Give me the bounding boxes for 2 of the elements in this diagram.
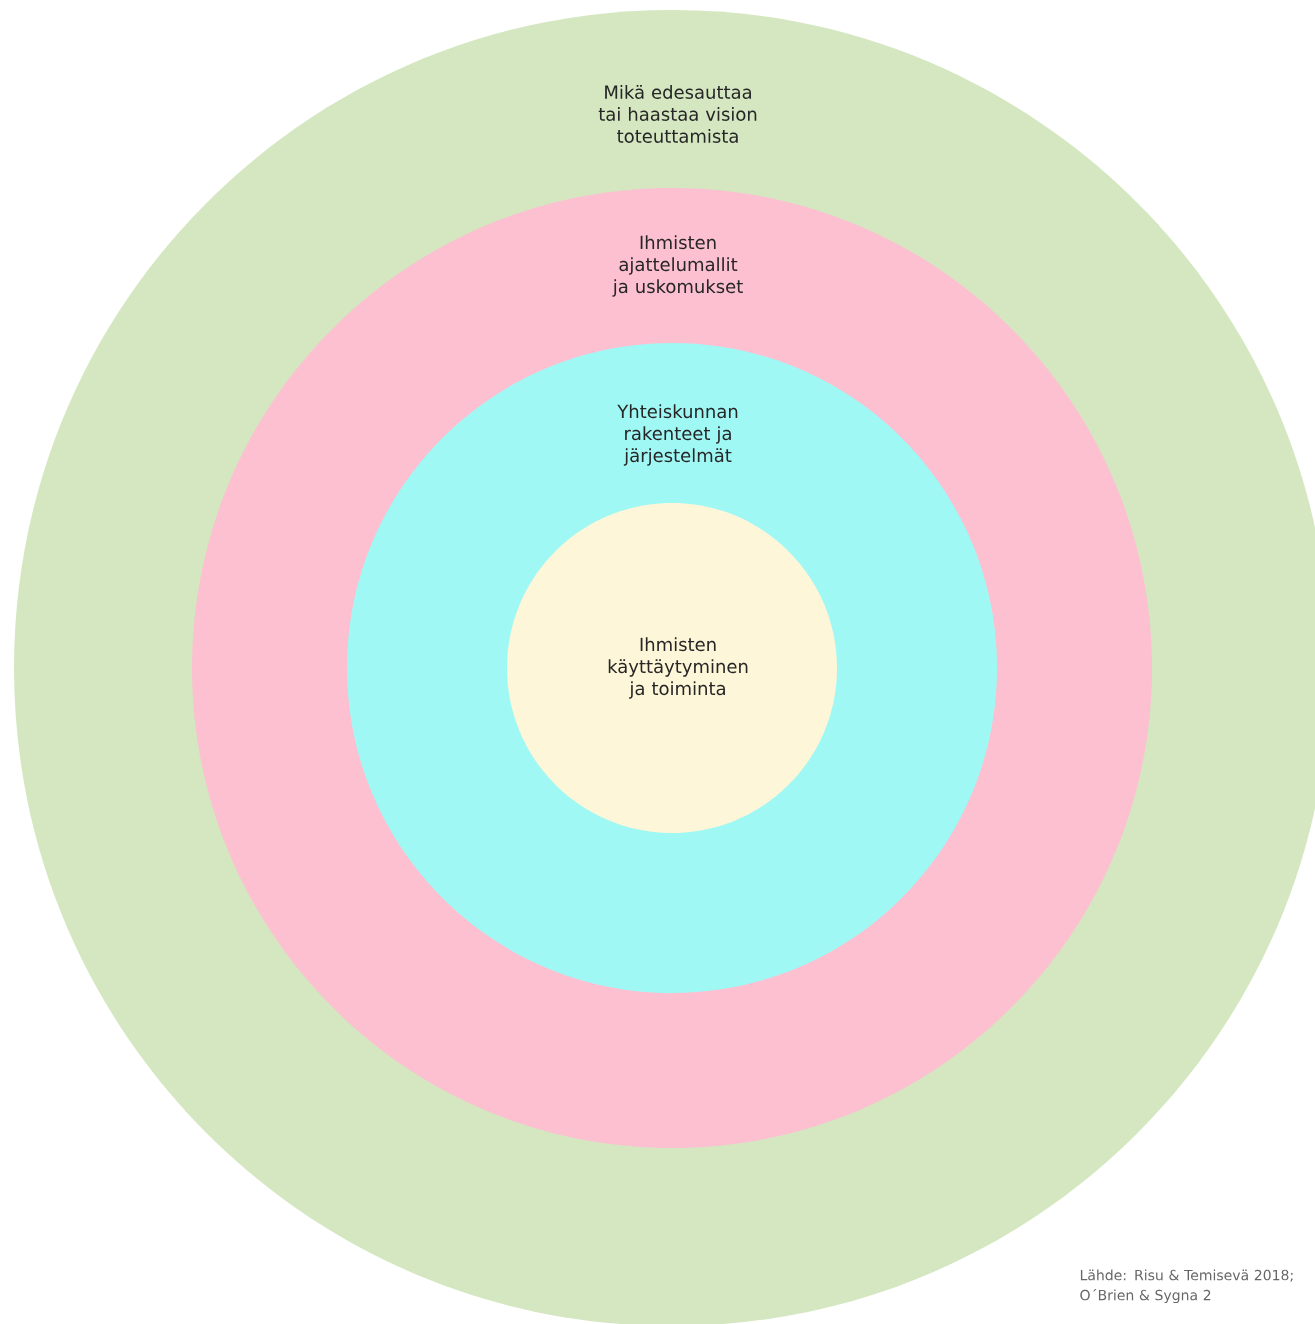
- ring: Ihmisten käyttäytyminen ja toiminta: [507, 503, 837, 833]
- source-note: Lähde: Risu & Temisevä 2018; O´Brien & Sygna 2: [1080, 1269, 1293, 1304]
